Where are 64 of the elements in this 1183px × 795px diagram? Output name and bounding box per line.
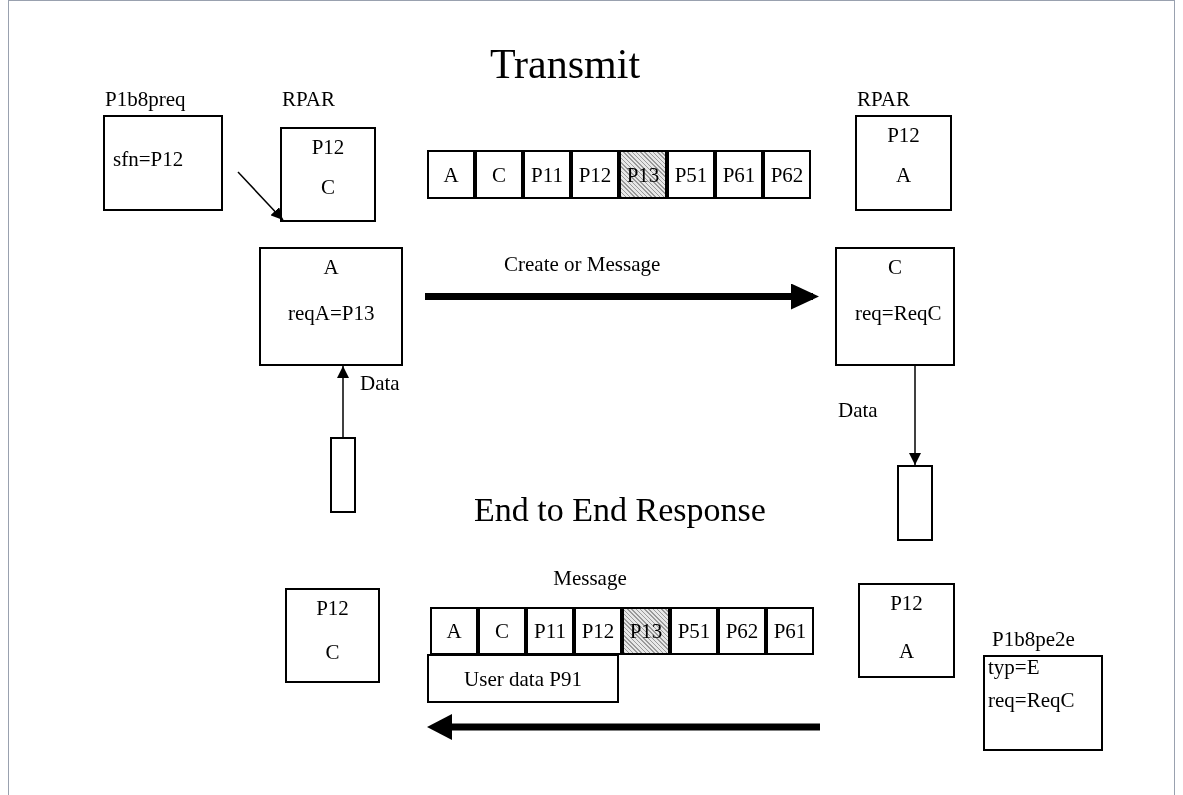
box-text: P13 (626, 162, 660, 187)
field-cell (718, 607, 766, 655)
box-text: req=ReqC (855, 301, 942, 325)
text-box (835, 247, 955, 366)
text-box (285, 588, 380, 683)
heading-text: End to End Response (473, 490, 767, 530)
box-text: P12 (578, 162, 612, 187)
box-text: C (887, 255, 903, 279)
box-text: P11 (534, 619, 566, 643)
box-text: P12 (315, 596, 350, 620)
box-text: C (320, 175, 336, 199)
field-cell (475, 150, 523, 199)
text-box (259, 247, 403, 366)
box-text: P62 (725, 619, 759, 643)
box-title: P1b8preq (105, 87, 186, 111)
box-text: A (897, 639, 916, 663)
field-cell (571, 150, 619, 199)
arrow (909, 365, 921, 466)
box-text: P61 (773, 619, 807, 643)
box-text: sfn=P12 (113, 147, 184, 171)
box-text: P61 (722, 162, 756, 187)
box-text: P62 (770, 162, 804, 187)
field-cell (526, 607, 574, 655)
field-cell (766, 607, 814, 655)
field-cell (670, 607, 718, 655)
field-cell (427, 654, 619, 703)
box-text: P12 (886, 123, 921, 147)
field-cell (427, 150, 475, 199)
heading-text: Transmit (488, 40, 642, 88)
box-text: P11 (531, 162, 563, 187)
box-text: P12 (310, 135, 346, 159)
field-cell (430, 607, 478, 655)
box-text: req=ReqC (988, 688, 1075, 712)
field-cell (715, 150, 763, 199)
field-cell (622, 607, 670, 655)
field-cell (523, 150, 571, 199)
heading-text: Message (552, 566, 628, 590)
box-text: C (492, 162, 506, 187)
box-text: User data P91 (464, 666, 582, 691)
field-cell (478, 607, 526, 655)
box-title: P1b8pe2e (992, 627, 1075, 651)
arrow (237, 171, 284, 221)
box-text: reqA=P13 (288, 301, 375, 325)
box-text: P51 (674, 162, 708, 187)
box-text: typ=E (988, 655, 1040, 679)
field-cell (619, 150, 667, 199)
box-text: P12 (581, 619, 615, 643)
box-text: A (894, 163, 913, 187)
text-box (858, 583, 955, 678)
field-cell (667, 150, 715, 199)
empty-box (330, 437, 356, 513)
field-cell (763, 150, 811, 199)
box-text: P51 (677, 619, 711, 643)
box-text: C (324, 640, 341, 664)
box-title: RPAR (857, 87, 910, 111)
box-text: A (322, 255, 340, 279)
box-text: P12 (889, 591, 924, 615)
arrow (337, 365, 349, 438)
box-text: C (495, 619, 509, 643)
box-text: P13 (629, 619, 663, 643)
box-title: RPAR (282, 87, 335, 111)
box-text: A (443, 162, 459, 187)
box-text: A (446, 619, 462, 643)
empty-box (897, 465, 933, 541)
